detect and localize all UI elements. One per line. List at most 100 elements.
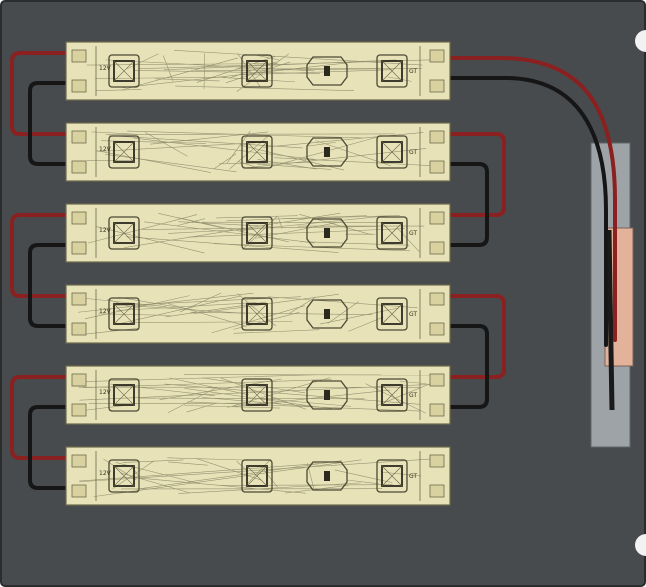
mount-hole-top bbox=[635, 30, 646, 52]
module-gt-label: GT bbox=[409, 473, 417, 480]
led-chip-frame bbox=[376, 378, 408, 412]
mount-hole-bottom bbox=[635, 534, 646, 556]
module-trace bbox=[96, 150, 211, 173]
module-trace bbox=[121, 472, 190, 494]
module-trace bbox=[327, 301, 360, 324]
module-trace bbox=[177, 218, 206, 226]
led-chip-frame bbox=[376, 135, 408, 169]
led-chip-die bbox=[246, 303, 268, 325]
positive-wire bbox=[436, 294, 506, 379]
led-chip-frame bbox=[108, 54, 140, 88]
module-trace bbox=[79, 463, 319, 482]
module-trace bbox=[177, 217, 289, 243]
led-chip bbox=[113, 303, 135, 325]
module-trace bbox=[274, 157, 435, 167]
led-chip bbox=[246, 384, 268, 406]
module-trace bbox=[150, 131, 269, 145]
led-module: 12V GT bbox=[65, 203, 451, 263]
led-chip bbox=[381, 384, 403, 406]
led-chip-frame bbox=[241, 378, 273, 412]
module-gt-label: GT bbox=[409, 230, 417, 237]
resistor-outline bbox=[306, 218, 348, 248]
feed-wires bbox=[436, 56, 617, 347]
module-trace bbox=[315, 140, 392, 167]
led-chip-die bbox=[246, 141, 268, 163]
module-trace bbox=[263, 132, 424, 148]
module-trace bbox=[135, 460, 342, 490]
module-trace bbox=[257, 163, 332, 170]
solder-pad bbox=[429, 211, 445, 225]
module-trace bbox=[109, 135, 303, 149]
module-trace bbox=[96, 89, 142, 92]
solder-pad bbox=[429, 322, 445, 336]
module-trace bbox=[168, 461, 208, 466]
module-trace bbox=[203, 53, 205, 89]
led-chip bbox=[246, 465, 268, 487]
module-trace bbox=[83, 379, 332, 388]
negative-wire bbox=[28, 81, 80, 166]
module-voltage-label: 12V bbox=[99, 308, 112, 315]
module-gt-label: GT bbox=[409, 392, 417, 399]
led-chip-frame bbox=[241, 459, 273, 493]
positive-wire bbox=[10, 375, 80, 460]
module-voltage-label: 12V bbox=[99, 227, 112, 234]
module-trace bbox=[308, 141, 337, 147]
positive-wire bbox=[10, 213, 80, 298]
module-trace bbox=[387, 76, 412, 82]
solder-pad bbox=[71, 160, 87, 174]
led-chip-frame bbox=[241, 135, 273, 169]
module-trace bbox=[178, 221, 272, 227]
positive-feed-wire bbox=[436, 56, 617, 342]
module-trace bbox=[87, 214, 198, 244]
module-trace bbox=[180, 292, 222, 313]
module-trace bbox=[218, 162, 313, 165]
led-chip bbox=[246, 222, 268, 244]
module-trace bbox=[178, 482, 361, 494]
negative-feed-wire bbox=[436, 76, 608, 347]
module-trace bbox=[121, 57, 239, 91]
module-trace bbox=[96, 142, 256, 152]
solder-pad bbox=[429, 403, 445, 417]
module-trace bbox=[380, 471, 422, 477]
module-trace bbox=[133, 137, 316, 160]
led-chip-die bbox=[381, 222, 403, 244]
module-trace bbox=[237, 293, 277, 327]
module-trace bbox=[144, 131, 188, 157]
solder-pad bbox=[429, 292, 445, 306]
module-trace bbox=[346, 479, 379, 485]
module-trace bbox=[78, 292, 254, 313]
module-trace bbox=[255, 221, 342, 239]
wire-jumper bbox=[10, 213, 80, 328]
module-trace bbox=[107, 298, 130, 308]
solder-pad bbox=[71, 211, 87, 225]
led-chip-frame bbox=[108, 378, 140, 412]
led-chip-frame bbox=[108, 459, 140, 493]
led-chip bbox=[113, 141, 135, 163]
module-traces bbox=[86, 49, 433, 92]
led-chip-frame bbox=[108, 216, 140, 250]
solder-pad bbox=[429, 49, 445, 63]
module-trace bbox=[116, 302, 257, 311]
resistor-outline bbox=[306, 299, 348, 329]
positive-wire bbox=[10, 51, 80, 136]
module-trace bbox=[233, 329, 320, 334]
solder-pad bbox=[429, 454, 445, 468]
module-trace bbox=[226, 215, 367, 222]
led-chip bbox=[246, 141, 268, 163]
resistor-body bbox=[324, 66, 330, 76]
module-trace bbox=[194, 68, 422, 72]
led-chip-die bbox=[246, 465, 268, 487]
module-trace bbox=[237, 161, 259, 169]
module-trace bbox=[254, 54, 280, 61]
led-chip bbox=[246, 303, 268, 325]
led-chip-die bbox=[113, 222, 135, 244]
module-trace bbox=[376, 382, 433, 407]
led-chip-die bbox=[113, 141, 135, 163]
module-trace bbox=[84, 295, 190, 320]
negative-wire bbox=[436, 324, 489, 409]
led-chip-die bbox=[113, 303, 135, 325]
module-board bbox=[65, 365, 451, 425]
